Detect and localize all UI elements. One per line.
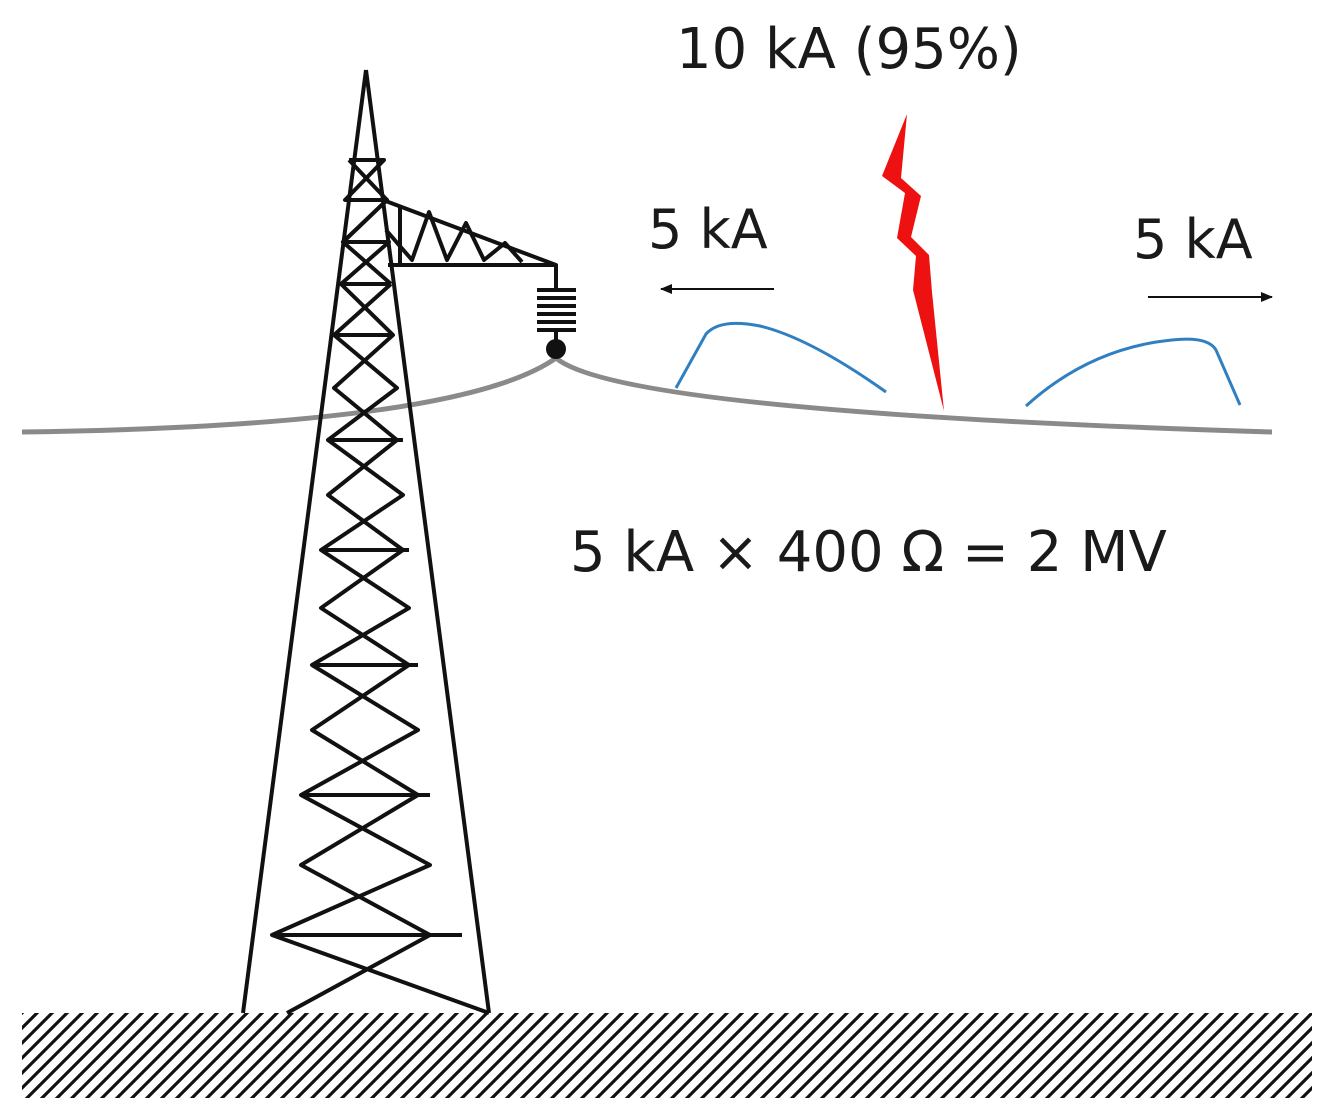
- insulator-string-icon: [537, 265, 576, 359]
- conductor-line: [21, 354, 1273, 435]
- voltage-equation-label: 5 kA × 400 Ω = 2 MV: [570, 520, 1167, 585]
- strike-current-label: 10 kA (95%): [676, 17, 1022, 82]
- left-wave-current-label: 5 kA: [648, 198, 768, 261]
- right-travelling-wave: [1024, 337, 1242, 408]
- lightning-bolt-icon: [882, 114, 944, 411]
- transmission-tower: [241, 69, 558, 1015]
- right-wave-current-label: 5 kA: [1133, 208, 1253, 271]
- left-travelling-wave: [674, 321, 887, 394]
- ground-hatch: [22, 1013, 1312, 1098]
